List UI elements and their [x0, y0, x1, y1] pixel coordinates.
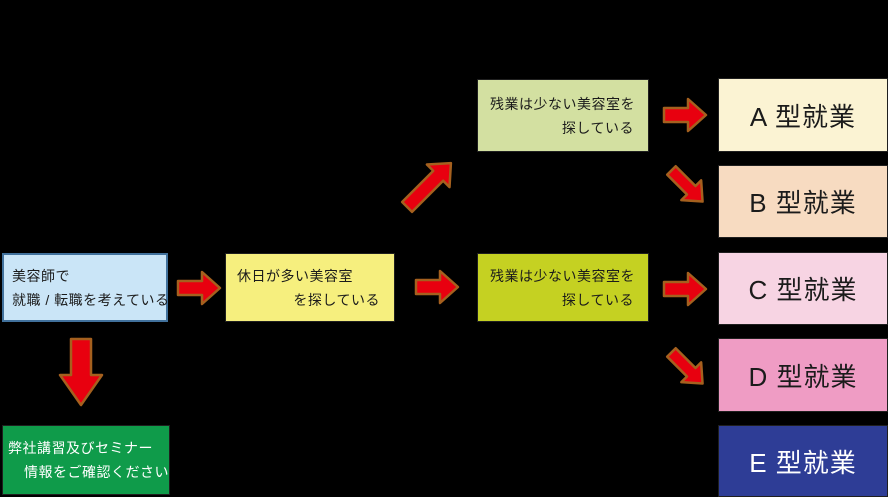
node-beautician-jobseeker-line2: 就職 / 転職を考えている: [12, 291, 170, 308]
outcome-type-d-label: D 型就業: [748, 361, 858, 392]
node-many-holidays-line2: を探している: [293, 291, 380, 308]
node-many-holidays-line1: 休日が多い美容室: [237, 267, 353, 284]
node-little-overtime-upper: 残業は少ない美容室を 探している: [477, 79, 649, 152]
arrow-overtime-upper-to-type-b-icon: [665, 164, 704, 203]
node-seminar-info: 弊社講習及びセミナー 情報をご確認ください: [2, 425, 170, 495]
outcome-type-e-label: E 型就業: [749, 447, 857, 478]
arrow-start-to-seminar-icon: [58, 337, 104, 407]
node-little-overtime-lower-line2: 探している: [561, 291, 634, 308]
arrow-overtime-upper-to-type-a-icon: [662, 97, 708, 133]
node-little-overtime-lower: 残業は少ない美容室を 探している: [477, 253, 649, 322]
node-beautician-jobseeker-line1: 美容師で: [12, 267, 70, 284]
node-little-overtime-upper-line2: 探している: [561, 119, 634, 136]
arrow-overtime-lower-to-type-d-icon: [665, 346, 704, 385]
outcome-type-c-label: C 型就業: [748, 275, 858, 305]
outcome-type-a-label: A 型就業: [749, 101, 857, 132]
arrow-holiday-to-overtime-lower-icon: [414, 269, 460, 305]
outcome-type-c: C 型就業: [718, 252, 888, 325]
outcome-type-a: A 型就業: [718, 78, 888, 152]
outcome-type-e: E 型就業: [718, 425, 888, 497]
node-little-overtime-lower-line1: 残業は少ない美容室を: [490, 267, 635, 284]
node-many-holidays: 休日が多い美容室 を探している: [225, 253, 395, 322]
node-beautician-jobseeker: 美容師で 就職 / 転職を考えている: [2, 253, 170, 322]
arrow-holiday-to-overtime-upper-icon: [400, 161, 453, 214]
node-seminar-info-line1: 弊社講習及びセミナー: [8, 440, 153, 456]
outcome-type-b: B 型就業: [718, 165, 888, 238]
outcome-type-d: D 型就業: [718, 338, 888, 412]
node-seminar-info-line2: 情報をご確認ください: [24, 464, 169, 480]
node-little-overtime-upper-line1: 残業は少ない美容室を: [490, 95, 635, 112]
arrow-overtime-lower-to-type-c-icon: [662, 271, 708, 307]
outcome-type-b-label: B 型就業: [749, 188, 857, 218]
arrow-start-to-holiday-icon: [176, 270, 222, 306]
